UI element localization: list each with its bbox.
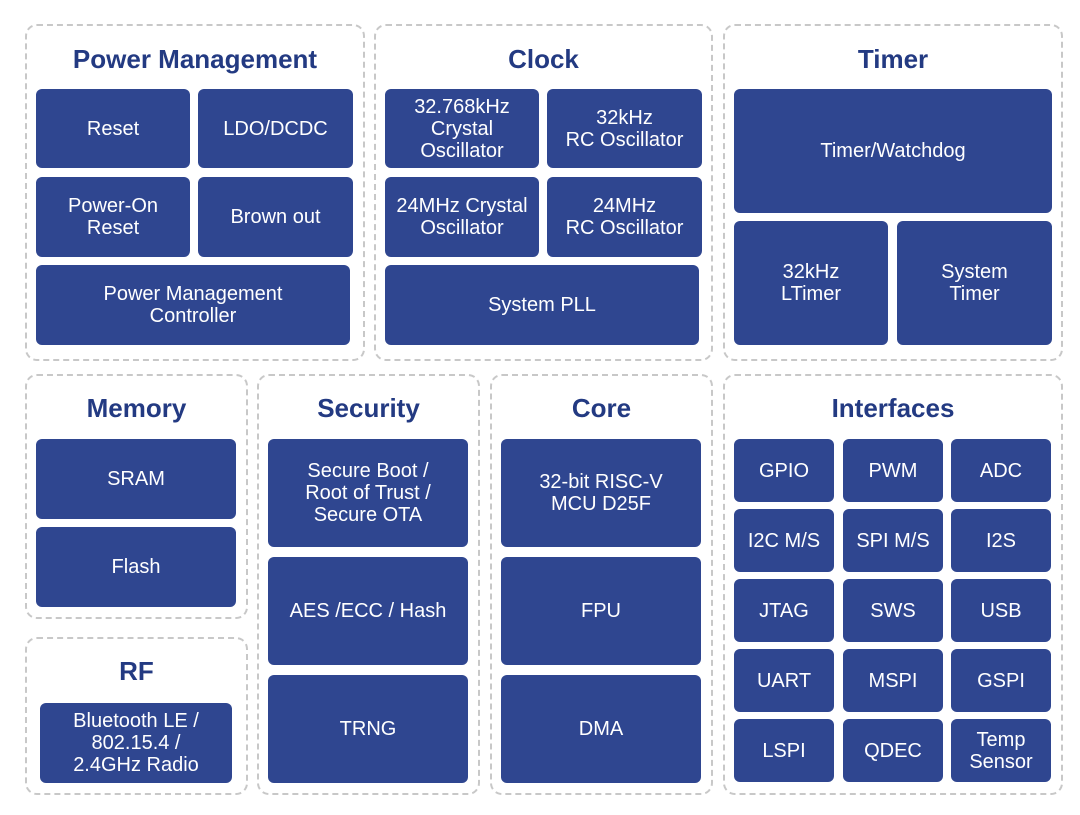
interface-pwm-block: PWM — [843, 439, 943, 502]
radio-block: Bluetooth LE / 802.15.4 / 2.4GHz Radio — [40, 703, 232, 783]
memory-title: Memory — [86, 393, 187, 423]
interface-gpio-block: GPIO — [734, 439, 834, 502]
trng-block: TRNG — [268, 675, 468, 783]
timer-watchdog-block: Timer/Watchdog — [734, 89, 1052, 213]
power-on-reset-block: Power-On Reset — [36, 177, 190, 257]
sram-block: SRAM — [36, 439, 236, 519]
dma-block: DMA — [501, 675, 701, 783]
secure-boot-block: Secure Boot / Root of Trust / Secure OTA — [268, 439, 468, 547]
system-timer-block: System Timer — [897, 221, 1052, 345]
interface-jtag-block: JTAG — [734, 579, 834, 642]
flash-block: Flash — [36, 527, 236, 607]
interface-i2c-m-s-block: I2C M/S — [734, 509, 834, 572]
timer-title: Timer — [857, 44, 929, 74]
security-title: Security — [317, 393, 420, 423]
rf-group: RF — [25, 637, 248, 795]
crystal-24m-block: 24MHz Crystal Oscillator — [385, 177, 539, 257]
reset-block: Reset — [36, 89, 190, 168]
core-group: Core — [490, 374, 713, 795]
fpu-block: FPU — [501, 557, 701, 665]
ldo-dcdc-block: LDO/DCDC — [198, 89, 353, 168]
brown-out-block: Brown out — [198, 177, 353, 257]
clock-title: Clock — [508, 44, 579, 74]
system-pll-block: System PLL — [385, 265, 699, 345]
interface-uart-block: UART — [734, 649, 834, 712]
timer-group: Timer — [723, 24, 1063, 361]
interface-lspi-block: LSPI — [734, 719, 834, 782]
memory-group: Memory — [25, 374, 248, 619]
interface-i2s-block: I2S — [951, 509, 1051, 572]
aes-ecc-hash-block: AES /ECC / Hash — [268, 557, 468, 665]
interface-mspi-block: MSPI — [843, 649, 943, 712]
rc-32k-block: 32kHz RC Oscillator — [547, 89, 702, 168]
interface-sws-block: SWS — [843, 579, 943, 642]
interfaces-group: Interfaces — [723, 374, 1063, 795]
crystal-32k-block: 32.768kHz Crystal Oscillator — [385, 89, 539, 168]
interface-usb-block: USB — [951, 579, 1051, 642]
interface-qdec-block: QDEC — [843, 719, 943, 782]
interfaces-title: Interfaces — [831, 393, 955, 423]
power-management-title: Power Management — [72, 44, 318, 74]
interface-adc-block: ADC — [951, 439, 1051, 502]
power-management-group: Power Management — [25, 24, 365, 361]
core-title: Core — [571, 393, 632, 423]
power-management-controller-block: Power Management Controller — [36, 265, 350, 345]
cpu-block: 32-bit RISC-V MCU D25F — [501, 439, 701, 547]
interface-spi-m-s-block: SPI M/S — [843, 509, 943, 572]
interface-gspi-block: GSPI — [951, 649, 1051, 712]
ltimer-block: 32kHz LTimer — [734, 221, 888, 345]
rc-24m-block: 24MHz RC Oscillator — [547, 177, 702, 257]
security-group: Security — [257, 374, 480, 795]
interface-temp-sensor-block: Temp Sensor — [951, 719, 1051, 782]
rf-title: RF — [119, 656, 154, 686]
clock-group: Clock — [374, 24, 713, 361]
